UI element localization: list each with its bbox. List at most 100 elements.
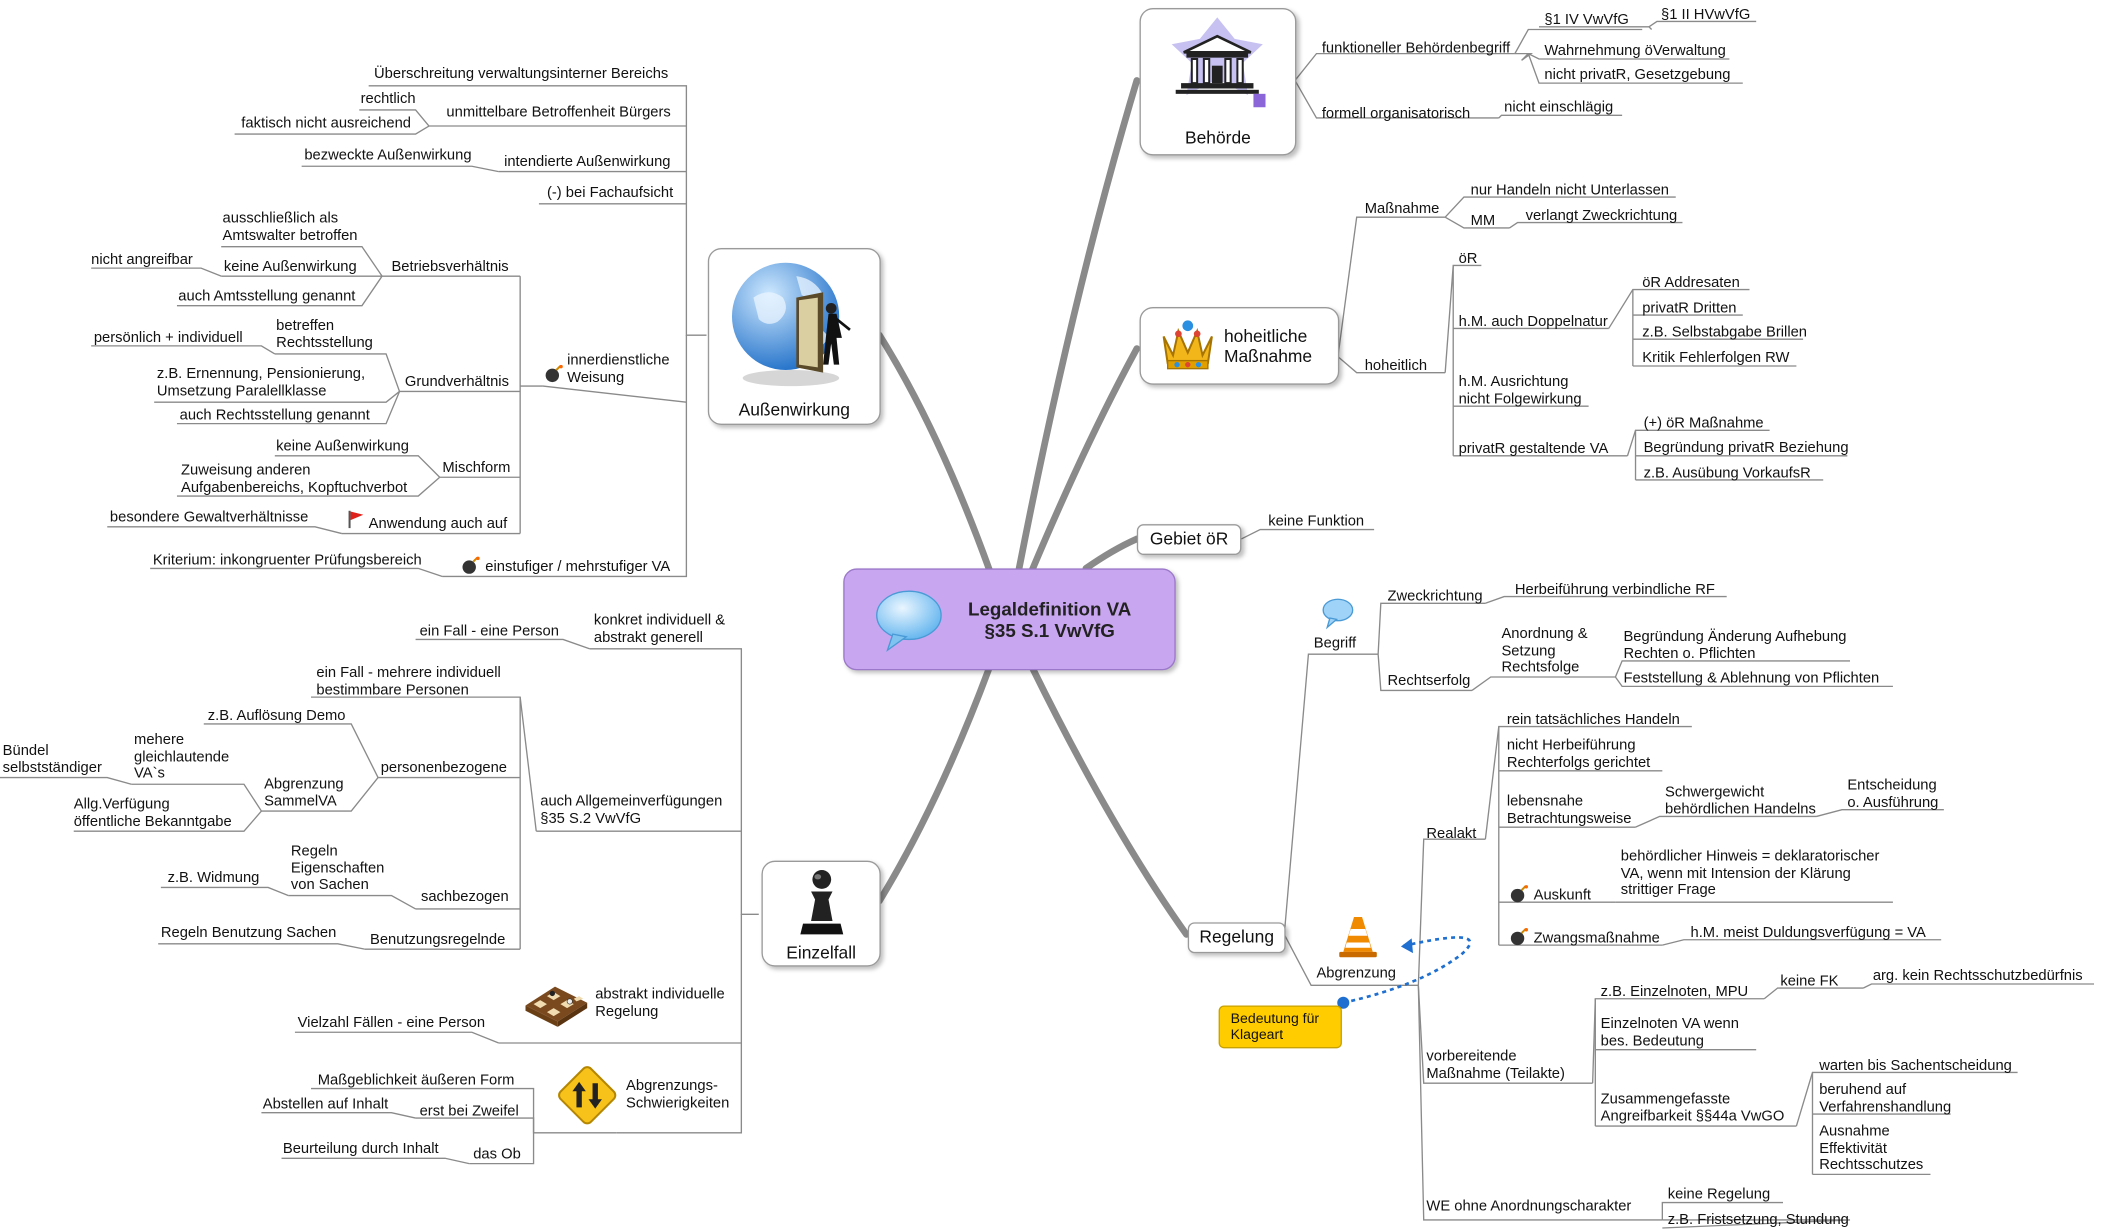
node-herbeifuehrung-rf[interactable]: Herbeiführung verbindliche RF — [1514, 581, 1715, 598]
node-begriff[interactable]: Begriff — [1313, 635, 1357, 652]
node-hoheitlich[interactable]: hoheitlich — [1364, 357, 1428, 375]
node-formell-organisatorisch[interactable]: formell organisatorisch — [1321, 105, 1471, 122]
node-bei-fachaufsicht[interactable]: (-) bei Fachaufsicht — [546, 185, 674, 202]
node-p1-iv-vwvfg[interactable]: §1 IV VwVfG — [1544, 12, 1629, 29]
node-das-ob[interactable]: das Ob — [473, 1146, 521, 1163]
node-oer-addresaten[interactable]: öR Addresaten — [1642, 274, 1740, 291]
node-selbstabgabe-brillen[interactable]: z.B. Selbstabgabe Brillen — [1642, 324, 1808, 341]
node-auch-allgemeinverfuegungen[interactable]: auch Allgemeinverfügungen§35 S.2 VwVfG — [540, 794, 722, 828]
node-massnahme[interactable]: Maßnahme — [1364, 201, 1440, 218]
node-aufloesung-demo[interactable]: z.B. Auflösung Demo — [207, 707, 346, 724]
node-einzelnoten-mpu[interactable]: z.B. Einzelnoten, MPU — [1600, 984, 1749, 1001]
node-betriebsverhaeltnis[interactable]: Betriebsverhältnis — [391, 258, 509, 275]
node-erst-bei-zweifel[interactable]: erst bei Zweifel — [419, 1103, 519, 1120]
node-we-ohne-anordnung[interactable]: WE ohne Anordnungscharakter — [1426, 1198, 1632, 1215]
node-anwendung-auch-auf[interactable]: Anwendung auch auf — [368, 516, 508, 533]
node-plus-oer-massnahme[interactable]: (+) öR Maßnahme — [1643, 415, 1764, 432]
node-privatr-gestaltende-va[interactable]: privatR gestaltende VA — [1458, 441, 1609, 458]
topic-behoerde[interactable]: Behörde — [1139, 8, 1297, 156]
node-widmung[interactable]: z.B. Widmung — [167, 870, 260, 887]
node-ein-fall-eine-person[interactable]: ein Fall - eine Person — [419, 623, 559, 640]
node-doppelnatur[interactable]: h.M. auch Doppelnatur — [1458, 313, 1608, 330]
central-topic[interactable]: Legaldefinition VA§35 S.1 VwVfG — [843, 568, 1176, 671]
node-abgrenzung[interactable]: Abgrenzung — [1316, 965, 1397, 982]
node-abgrenzungs-schwierigkeiten[interactable]: Abgrenzungs-Schwierigkeiten — [626, 1078, 729, 1112]
node-oer[interactable]: öR — [1458, 250, 1478, 267]
node-kritik-fehlerfolgen[interactable]: Kritik Fehlerfolgen RW — [1642, 349, 1790, 366]
node-rechtserfolg[interactable]: Rechtserfolg — [1387, 672, 1471, 690]
node-besondere-gewaltverhaeltnisse[interactable]: besondere Gewaltverhältnisse — [109, 509, 309, 526]
node-beurteilung-durch-inhalt[interactable]: Beurteilung durch Inhalt — [282, 1140, 439, 1157]
node-kein-rechtsschutzbeduerfnis[interactable]: arg. kein Rechtsschutzbedürfnis — [1872, 967, 2083, 985]
node-rechtlich[interactable]: rechtlich — [360, 91, 416, 108]
node-verlangt-zweckrichtung[interactable]: verlangt Zweckrichtung — [1525, 207, 1678, 224]
node-begruendung-privatr[interactable]: Begründung privatR Beziehung — [1643, 439, 1849, 456]
node-funktioneller-behoerdenbegriff[interactable]: funktioneller Behördenbegriff — [1321, 40, 1511, 57]
node-vielzahl-faellen[interactable]: Vielzahl Fällen - eine Person — [297, 1014, 486, 1031]
node-keine-funktion[interactable]: keine Funktion — [1268, 513, 1365, 530]
node-kriterium-pruefungsbereich[interactable]: Kriterium: inkongruenter Prüfungsbereich — [152, 552, 422, 569]
node-benutzungsregelnde[interactable]: Benutzungsregelnde — [370, 931, 506, 948]
topic-regelung[interactable]: Regelung — [1187, 922, 1286, 954]
node-p1-ii-hvwvfg[interactable]: §1 II HVwVfG — [1661, 6, 1751, 23]
node-personenbezogene[interactable]: personenbezogene — [380, 760, 508, 777]
node-keine-fk[interactable]: keine FK — [1780, 973, 1839, 990]
node-nur-handeln[interactable]: nur Handeln nicht Unterlassen — [1470, 182, 1670, 199]
node-ueberschreitung[interactable]: Überschreitung verwaltungsinterner Berei… — [374, 65, 669, 82]
node-auch-rechtsstellung[interactable]: auch Rechtsstellung genannt — [179, 407, 370, 424]
node-zwangsmassnahme[interactable]: Zwangsmaßnahme — [1533, 930, 1660, 947]
node-auskunft[interactable]: Auskunft — [1533, 887, 1592, 904]
node-massgeblichkeit-form[interactable]: Maßgeblichkeit äußeren Form — [317, 1072, 515, 1089]
node-warten-sachentscheidung[interactable]: warten bis Sachentscheidung — [1819, 1057, 2012, 1074]
node-auch-amtsstellung[interactable]: auch Amtsstellung genannt — [178, 288, 356, 305]
node-nicht-angreifbar[interactable]: nicht angreifbar — [91, 252, 193, 269]
node-ausuebung-vorkaufsr[interactable]: z.B. Ausübung VorkaufsR — [1643, 465, 1811, 482]
topic-gebiet-oer[interactable]: Gebiet öR — [1136, 524, 1242, 556]
node-bezweckte-aussenwirkung[interactable]: bezweckte Außenwirkung — [304, 147, 472, 164]
node-fristsetzung-stundung[interactable]: z.B. Fristsetzung, Stundung — [1667, 1211, 1849, 1228]
node-keine-aussenwirkung-2[interactable]: keine Außenwirkung — [276, 438, 409, 455]
node-abstellen-auf-inhalt[interactable]: Abstellen auf Inhalt — [262, 1096, 389, 1113]
node-zweckrichtung[interactable]: Zweckrichtung — [1387, 588, 1483, 605]
node-nicht-privatr[interactable]: nicht privatR, Gesetzgebung — [1544, 67, 1731, 84]
node-keine-regelung[interactable]: keine Regelung — [1667, 1186, 1771, 1203]
node-rein-tatsaechlich[interactable]: rein tatsächliches Handeln — [1506, 711, 1680, 728]
node-ernennung-pensionierung[interactable]: z.B. Ernennung, Pensionierung,Umsetzung … — [157, 366, 365, 400]
node-grundverhaeltnis[interactable]: Grundverhältnis — [404, 374, 509, 391]
node-mm[interactable]: MM — [1470, 213, 1496, 230]
node-unmittelbare-betroffenheit[interactable]: unmittelbare Betroffenheit Bürgers — [446, 104, 671, 121]
node-keine-aussenwirkung-1[interactable]: keine Außenwirkung — [223, 258, 357, 275]
node-realakt[interactable]: Realakt — [1426, 825, 1477, 842]
node-sachbezogen[interactable]: sachbezogen — [420, 888, 509, 905]
node-intendierte-aussenwirkung[interactable]: intendierte Außenwirkung — [504, 154, 671, 171]
topic-aussenwirkung[interactable]: Außenwirkung — [707, 248, 881, 425]
node-einstufiger-mehrstufiger-va[interactable]: einstufiger / mehrstufiger VA — [485, 559, 671, 576]
node-nicht-einschlaegig[interactable]: nicht einschlägig — [1504, 99, 1614, 116]
node-duldungsverfuegung[interactable]: h.M. meist Duldungsverfügung = VA — [1690, 925, 1926, 942]
topic-einzelfall[interactable]: Einzelfall — [761, 860, 881, 967]
